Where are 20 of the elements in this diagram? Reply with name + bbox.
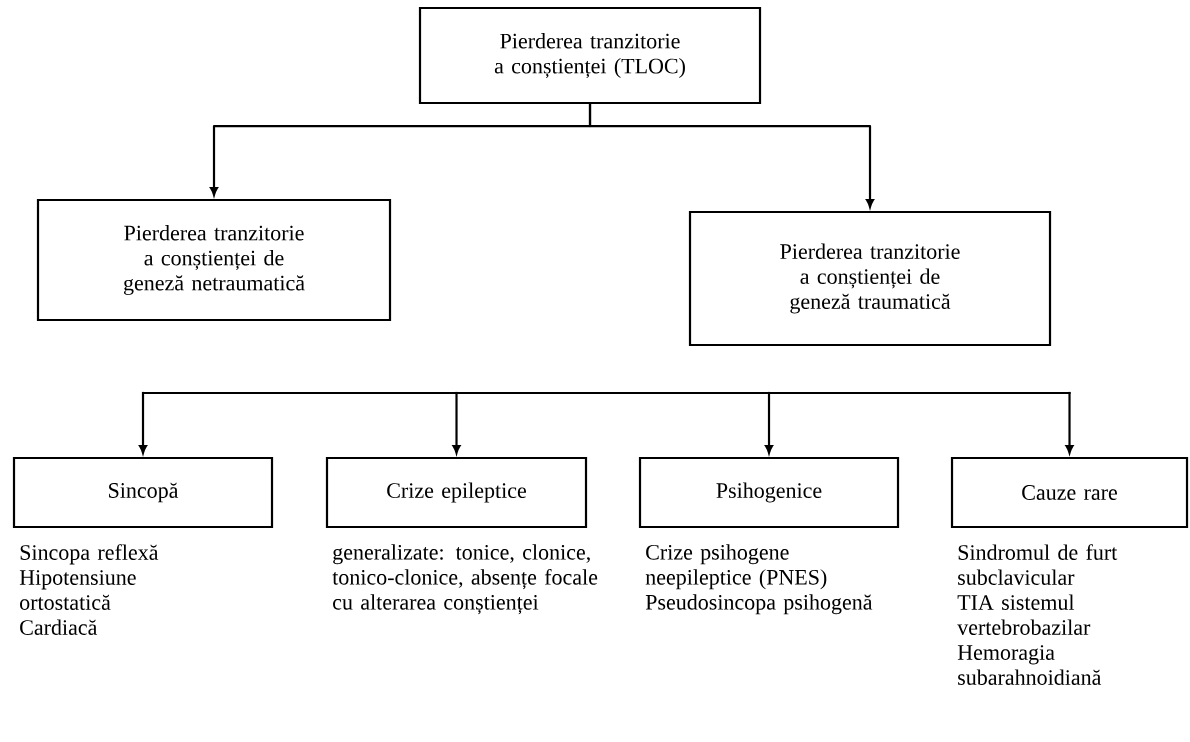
category-box: Pierderea tranzitorie a conștienței (TLOC) — [418, 6, 762, 105]
list-item: Cardiacă — [20, 619, 98, 635]
category-box: Sincopă — [12, 456, 274, 529]
list-item: Hemoragia subarahnoidiană — [957, 645, 1102, 685]
arrow — [138, 391, 148, 454]
arrow — [764, 391, 774, 454]
list-item: generalizate: tonice, clonice, tonico-clonice, absențe focale cu alterarea conștienței — [332, 544, 598, 615]
category-box: Pierderea tranzitorie a conștienței de geneză netraumatică — [36, 198, 392, 322]
connector-bar — [142, 391, 1071, 395]
list-item: Sindromul de furt subclavicular — [958, 544, 1118, 585]
arrow — [588, 104, 875, 208]
list-item: TIA sistemul vertebrobazilar — [957, 594, 1091, 635]
category-box: Cauze rare — [950, 456, 1189, 529]
category-box: Crize epileptice — [325, 456, 588, 529]
list-item: Crize psihogene neepileptice (PNES) — [645, 544, 827, 590]
category-box: Pierderea tranzitorie a conștienței de geneză traumatică — [688, 210, 1052, 347]
list-item: Hipotensiune ortostatică — [19, 570, 136, 610]
category-box: Psihogenice — [638, 456, 900, 529]
list-item: Pseudosincopa psihogenă — [645, 594, 873, 615]
list-item: Sincopa reflexă — [20, 544, 159, 565]
